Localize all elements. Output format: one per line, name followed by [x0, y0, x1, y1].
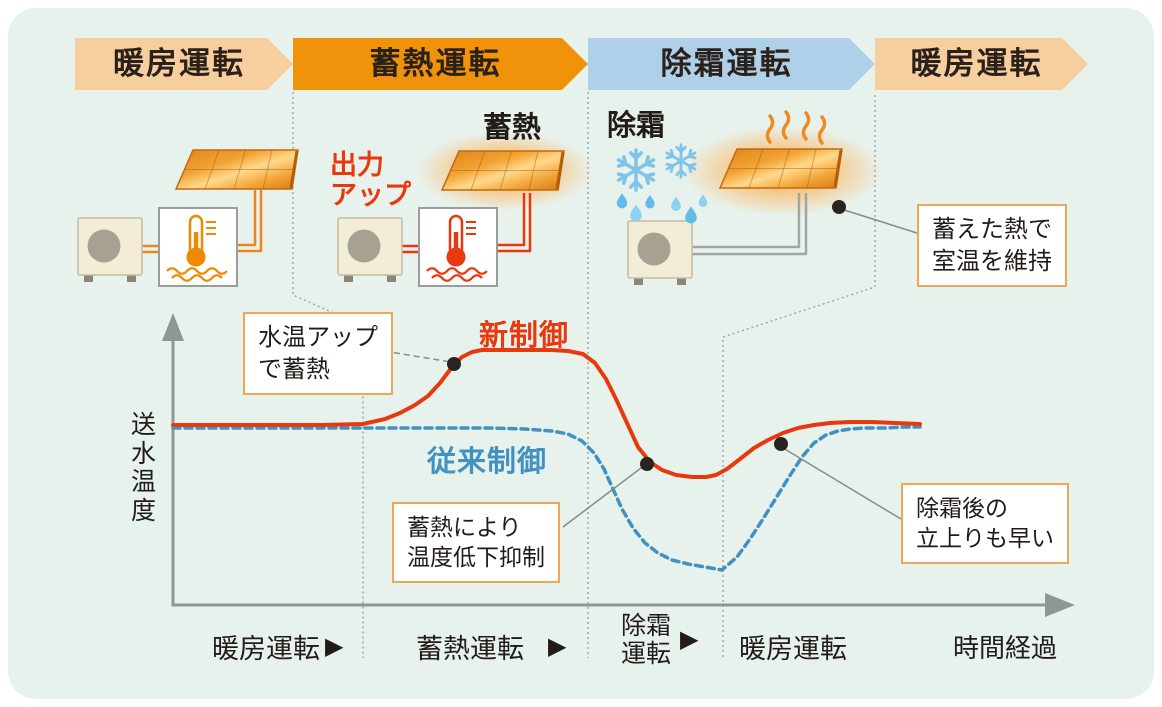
outdoor-unit-icon — [77, 217, 143, 283]
curve-new-control — [171, 348, 922, 479]
curve-annotation-dot — [447, 357, 461, 371]
y-axis-label: 送水温度 — [131, 411, 157, 525]
triangle-right-icon: ▶ — [680, 626, 699, 653]
chart-axes — [162, 313, 1075, 617]
thermometer-icon — [417, 206, 499, 288]
curve-annotation-dots — [447, 200, 846, 471]
pipe-defrost — [692, 193, 808, 256]
pipe-heating — [142, 190, 263, 254]
x-axis-label: 時間経過 — [953, 633, 1058, 663]
water-drop-icon — [616, 193, 708, 224]
phase-text: 暖房運転 — [212, 634, 320, 664]
pipe-storage — [402, 193, 532, 254]
banner-defrost: 除霜運転 — [588, 38, 875, 90]
banner-heat-storage: 蓄熱運転 — [293, 38, 588, 90]
thermometer-icon — [157, 206, 239, 288]
phase-text: 暖房運転 — [739, 634, 847, 664]
curve-conventional-control — [171, 425, 922, 572]
phase-label-heating-2: 暖房運転 — [739, 627, 847, 666]
heat-panel-icon — [174, 148, 300, 191]
outdoor-unit-icon — [337, 217, 403, 283]
callout-water-temp-up: 水温アップ で蓄熱 — [243, 312, 393, 396]
legend-conventional-control: 従来制御 — [427, 446, 548, 478]
snowflake-icon — [616, 150, 656, 190]
callout-leader-lines — [383, 208, 918, 528]
callout-maintain-room-temp: 蓄えた熱で 室温を維持 — [917, 204, 1067, 288]
phase-text: 蓄熱運転 — [416, 634, 524, 664]
legend-new-control: 新制御 — [479, 320, 570, 352]
callout-fast-recovery: 除霜後の 立上りも早い — [901, 483, 1069, 564]
heat-panel-icon — [718, 147, 844, 190]
phase-label-defrost: 除霜 運転 ▶ — [621, 612, 698, 668]
curve-annotation-dot — [774, 437, 788, 451]
triangle-right-icon: ▶ — [548, 632, 567, 660]
banner-heating-1: 暖房運転 — [75, 38, 293, 90]
callout-suppress-temp-drop: 蓄熱により 温度低下抑制 — [392, 502, 560, 583]
phase-text: 除霜 運転 — [621, 612, 672, 668]
x-axis-arrow-icon — [1045, 593, 1075, 617]
heat-panel-icon — [440, 149, 566, 192]
curve-annotation-dot — [640, 457, 654, 471]
curve-annotation-dot — [832, 200, 846, 214]
y-axis-arrow-icon — [162, 313, 184, 341]
outdoor-unit-icon — [627, 220, 693, 286]
label-defrost: 除霜 — [607, 110, 666, 142]
label-heat-storage: 蓄熱 — [482, 112, 541, 144]
label-output-up: 出力 アップ — [330, 150, 411, 211]
phase-boundary-lines — [292, 92, 876, 658]
phase-label-heating-1: 暖房運転 ▶ — [212, 627, 343, 666]
banner-heating-2: 暖房運転 — [875, 38, 1088, 90]
phase-label-heat-storage: 蓄熱運転 ▶ — [416, 627, 566, 666]
triangle-right-icon: ▶ — [325, 632, 344, 660]
